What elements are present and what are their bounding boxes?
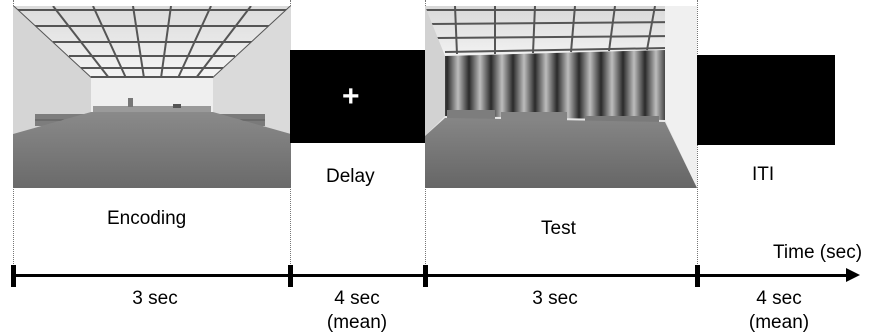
timeline-tick-2 (423, 265, 428, 287)
iti-blank-screen (697, 55, 835, 145)
timeline-tick-1 (288, 265, 293, 287)
duration-encoding-text: 3 sec (132, 288, 178, 309)
phase-label-encoding: Encoding (107, 208, 187, 229)
duration-iti: 4 sec (mean) (734, 287, 824, 335)
duration-test: 3 sec (500, 287, 610, 311)
timeline-axis (12, 274, 848, 277)
duration-delay-mean: (mean) (326, 312, 388, 333)
duration-encoding: 3 sec (100, 287, 210, 311)
timeline-arrowhead (846, 268, 860, 282)
encoding-scene-image (13, 6, 291, 188)
test-scene-image (425, 6, 697, 188)
phase-label-test: Test (541, 218, 576, 239)
duration-iti-mean: (mean) (748, 312, 810, 333)
fixation-cross: + (342, 80, 360, 113)
timeline-tick-0 (11, 265, 16, 287)
phase-label-iti: ITI (752, 164, 775, 185)
time-axis-label: Time (sec) (773, 242, 863, 263)
duration-delay-value: 4 sec (334, 288, 380, 309)
duration-test-text: 3 sec (532, 288, 578, 309)
duration-delay: 4 sec (mean) (312, 287, 402, 335)
duration-iti-value: 4 sec (756, 288, 802, 309)
delay-blank-screen (290, 50, 425, 143)
timeline-tick-3 (695, 265, 700, 287)
phase-label-delay: Delay (326, 166, 375, 187)
